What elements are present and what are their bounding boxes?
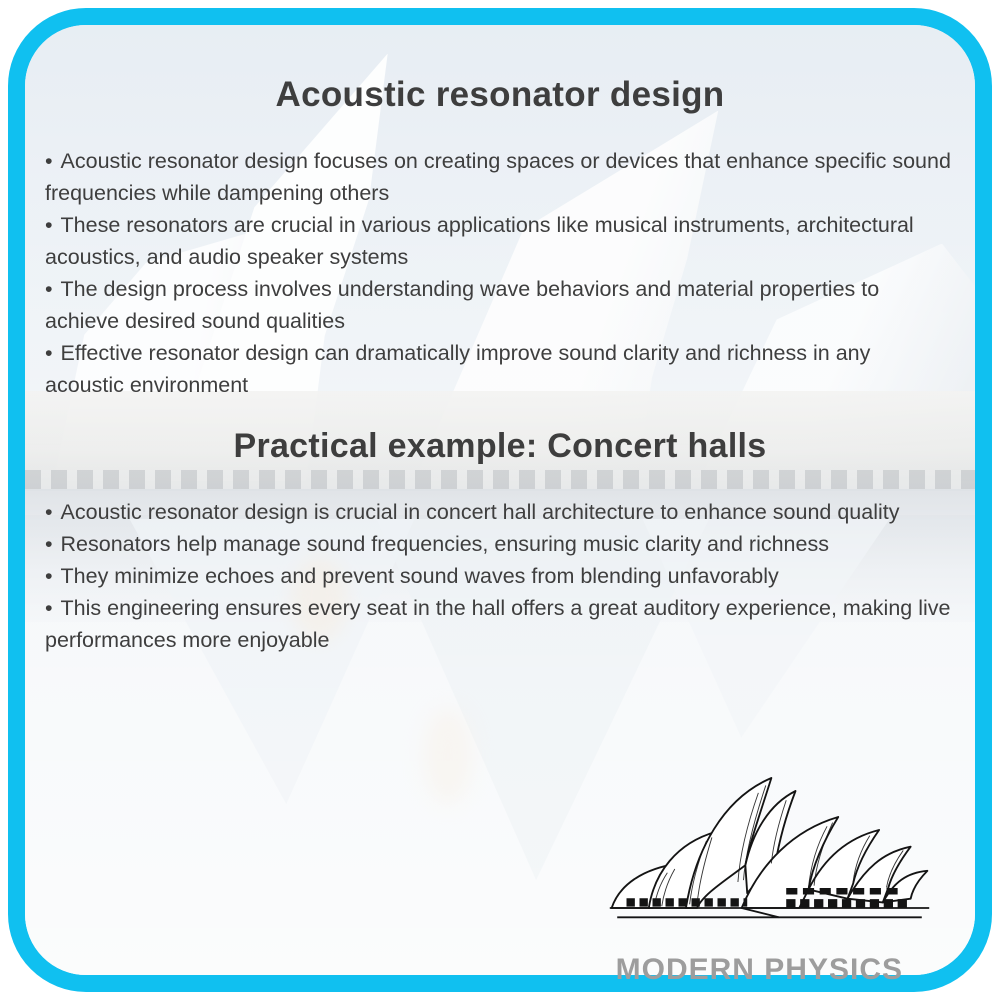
bullet-text: Acoustic resonator design is crucial in … xyxy=(60,500,900,524)
white-wash-overlay xyxy=(25,25,975,975)
sydney-opera-house-background-photo xyxy=(25,25,975,975)
bullet-text: These resonators are crucial in various … xyxy=(45,213,914,269)
bullet-text: The design process involves understandin… xyxy=(45,277,880,333)
bullet-marker: • xyxy=(45,149,59,173)
content-card: Acoustic resonator design • Acoustic res… xyxy=(8,8,992,992)
bullet-marker: • xyxy=(45,532,59,556)
bullet-item: • Effective resonator design can dramati… xyxy=(45,337,955,401)
bullet-text: They minimize echoes and prevent sound w… xyxy=(60,564,779,588)
bullet-item: • The design process involves understand… xyxy=(45,273,955,337)
bullet-marker: • xyxy=(45,596,59,620)
bullet-marker: • xyxy=(45,277,59,301)
bullet-marker: • xyxy=(45,213,59,237)
bullet-text: Resonators help manage sound frequencies… xyxy=(60,532,829,556)
bullet-list-example: • Acoustic resonator design is crucial i… xyxy=(41,496,959,656)
bullet-marker: • xyxy=(45,564,59,588)
bullet-marker: • xyxy=(45,500,59,524)
bullet-text: Acoustic resonator design focuses on cre… xyxy=(45,149,951,205)
bullet-item: • They minimize echoes and prevent sound… xyxy=(45,560,955,592)
slide-content: Acoustic resonator design • Acoustic res… xyxy=(25,25,975,656)
bullet-item: • These resonators are crucial in variou… xyxy=(45,209,955,273)
page-title: Acoustic resonator design xyxy=(275,75,725,114)
sydney-opera-house-sketch-icon xyxy=(602,752,937,947)
bullet-item: • Acoustic resonator design focuses on c… xyxy=(45,145,955,209)
bullet-item: • This engineering ensures every seat in… xyxy=(45,592,955,656)
bullet-item: • Acoustic resonator design is crucial i… xyxy=(45,496,955,528)
section-subtitle: Practical example: Concert halls xyxy=(233,427,767,465)
bullet-marker: • xyxy=(45,341,59,365)
bullet-item: • Resonators help manage sound frequenci… xyxy=(45,528,955,560)
brand-logo-text: MODERN PHYSICS xyxy=(615,953,903,986)
bullet-text: This engineering ensures every seat in t… xyxy=(45,596,951,652)
bullet-list-overview: • Acoustic resonator design focuses on c… xyxy=(41,145,959,401)
bullet-text: Effective resonator design can dramatica… xyxy=(45,341,871,397)
